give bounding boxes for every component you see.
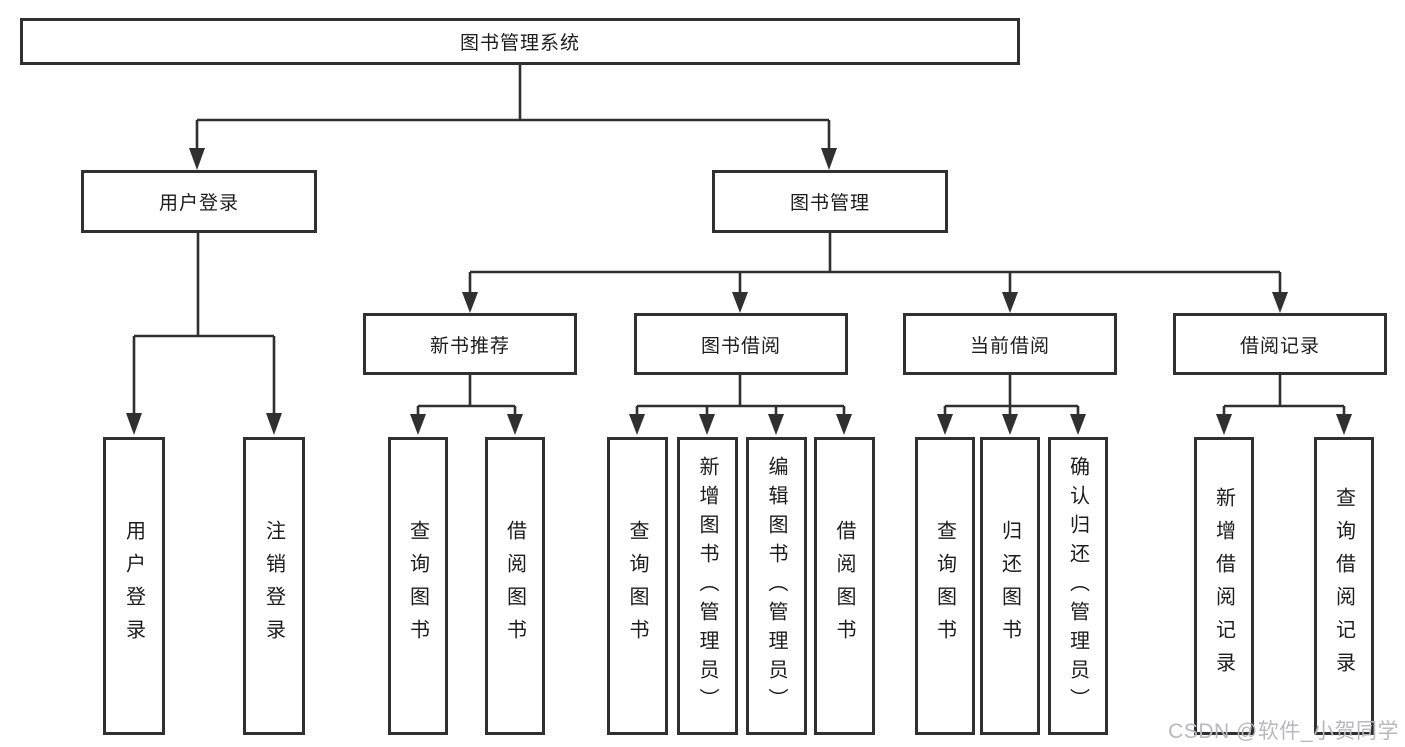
node-current-borrowing-label: 当前借阅 xyxy=(969,335,1050,357)
node-current-borrowing: 当前借阅 xyxy=(903,313,1117,375)
leaf-edit-books-admin: 编辑图书（管理员） xyxy=(746,437,807,735)
leaf-query-books-borrowing-label: 查询图书 xyxy=(626,520,648,652)
node-book-borrowing: 图书借阅 xyxy=(634,313,848,375)
node-user-login: 用户登录 xyxy=(81,170,317,233)
leaf-borrow-books: 借阅图书 xyxy=(814,437,875,735)
leaf-user-login-label: 用户登录 xyxy=(122,520,145,652)
leaf-return-books: 归还图书 xyxy=(980,437,1040,735)
leaf-add-borrow-record: 新增借阅记录 xyxy=(1194,437,1254,735)
node-book-management-label: 图书管理 xyxy=(789,193,870,214)
leaf-query-books-borrowing: 查询图书 xyxy=(607,437,668,735)
leaf-add-books-admin: 新增图书（管理员） xyxy=(677,437,738,735)
leaf-logout: 注销登录 xyxy=(243,437,305,735)
leaf-add-books-admin-label: 新增图书（管理员） xyxy=(696,455,718,717)
leaf-user-login: 用户登录 xyxy=(103,437,165,735)
node-new-book-recommend: 新书推荐 xyxy=(363,313,577,375)
leaf-query-borrow-record: 查询借阅记录 xyxy=(1314,437,1374,735)
node-new-book-recommend-label: 新书推荐 xyxy=(429,335,510,357)
leaf-query-books-current-label: 查询图书 xyxy=(933,520,956,652)
leaf-edit-books-admin-label: 编辑图书（管理员） xyxy=(765,455,787,717)
leaf-logout-label: 注销登录 xyxy=(262,520,285,652)
leaf-query-books-recommend: 查询图书 xyxy=(388,437,448,735)
leaf-query-books-recommend-label: 查询图书 xyxy=(406,520,429,652)
leaf-borrow-books-recommend: 借阅图书 xyxy=(485,437,545,735)
node-borrowing-records: 借阅记录 xyxy=(1173,313,1387,375)
leaf-confirm-return-admin: 确认归还（管理员） xyxy=(1048,437,1108,735)
node-book-borrowing-label: 图书借阅 xyxy=(700,335,781,357)
node-user-login-label: 用户登录 xyxy=(158,193,239,214)
leaf-query-borrow-record-label: 查询借阅记录 xyxy=(1332,487,1355,685)
leaf-borrow-books-recommend-label: 借阅图书 xyxy=(503,520,526,652)
node-root-label: 图书管理系统 xyxy=(459,33,580,54)
node-root-system: 图书管理系统 xyxy=(20,18,1020,65)
arrowheads xyxy=(126,148,1352,435)
csdn-watermark: CSDN @软件_小贺同学 xyxy=(1168,720,1399,743)
node-borrowing-records-label: 借阅记录 xyxy=(1239,335,1320,357)
node-book-management: 图书管理 xyxy=(712,170,948,233)
leaf-borrow-books-label: 借阅图书 xyxy=(833,520,855,652)
leaf-return-books-label: 归还图书 xyxy=(998,520,1021,652)
leaf-confirm-return-admin-label: 确认归还（管理员） xyxy=(1066,455,1089,717)
leaf-add-borrow-record-label: 新增借阅记录 xyxy=(1212,487,1235,685)
leaf-query-books-current: 查询图书 xyxy=(915,437,975,735)
